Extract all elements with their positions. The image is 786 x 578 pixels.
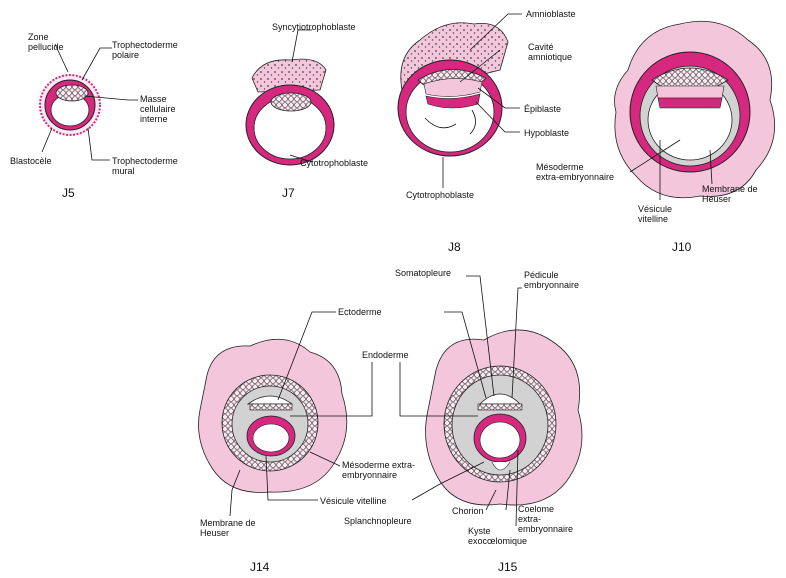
label-cytotrophoblaste-j7: Cytotrophoblaste xyxy=(300,158,369,168)
label-amnioblaste: Amnioblaste xyxy=(526,9,576,19)
label-chorion: Chorion xyxy=(452,506,484,516)
label-endoderme: Endoderme xyxy=(362,350,409,360)
stage-j14: J14 xyxy=(250,560,270,574)
stage-j15: J15 xyxy=(498,560,518,574)
j5-blastocyst xyxy=(39,43,138,161)
j14-yolk-sac xyxy=(252,423,290,453)
j8-embryo xyxy=(397,13,522,188)
label-vesicule-vitelline-j10: Vésicule vitelline xyxy=(638,204,673,224)
stage-j5: J5 xyxy=(62,186,75,200)
label-mesoderme-extra-j14: Mésoderme extra- embryonnaire xyxy=(342,460,416,480)
j15-embryo xyxy=(399,275,583,527)
j5-inner-cell-mass xyxy=(55,84,89,102)
label-mesoderme-extra-j10: Mésoderme extra-embryonnaire xyxy=(536,162,615,182)
stage-j7: J7 xyxy=(282,186,295,200)
j7-syncytiotrophoblast xyxy=(251,58,327,93)
label-trophectoderme-mural: Trophectoderme mural xyxy=(112,156,178,176)
label-epiblaste: Épiblaste xyxy=(524,104,562,114)
label-trophectoderme-polaire: Trophectoderme polaire xyxy=(112,40,178,60)
label-kyste-exocoelomique: Kyste exocœlomique xyxy=(468,526,528,546)
stage-j10: J10 xyxy=(672,240,692,254)
j14-ectoderm xyxy=(249,403,293,411)
j7-inner-cell-mass xyxy=(270,92,312,112)
j10-embryo xyxy=(614,20,776,200)
label-coelome-extra-embryonnaire: Coelome extra- embryonnaire xyxy=(518,504,574,534)
label-hypoblaste: Hypoblaste xyxy=(524,128,570,138)
j7-embryo xyxy=(245,29,335,166)
label-cavite-amniotique: Cavité amniotique xyxy=(528,42,573,62)
j15-yolk-sac xyxy=(479,421,521,459)
j15-exocoelomic-cyst xyxy=(491,461,511,471)
label-somatopleure: Somatopleure xyxy=(395,268,452,278)
j15-ectoderm xyxy=(477,403,523,411)
j8-epiblast xyxy=(423,78,483,97)
label-zone-pellucide: Zone pellucide xyxy=(28,32,64,52)
label-pedicule-embryonnaire: Pédicule embryonnaire xyxy=(524,270,580,290)
label-cytotrophoblaste-j8: Cytotrophoblaste xyxy=(406,190,475,200)
label-vesicule-vitelline-j14: Vésicule vitelline xyxy=(320,496,387,506)
label-masse-cellulaire-interne: Masse cellulaire interne xyxy=(140,94,176,124)
label-membrane-heuser-j10: Membrane de Heuser xyxy=(702,184,758,204)
label-splanchnopleure: Splanchnopleure xyxy=(344,516,412,526)
label-membrane-heuser-j14: Membrane de Heuser xyxy=(200,518,256,538)
label-syncytiotrophoblaste: Syncytiotrophoblaste xyxy=(272,22,356,32)
label-blastocele: Blastocèle xyxy=(10,156,52,166)
j14-embryo xyxy=(198,311,373,517)
label-ectoderme: Ectoderme xyxy=(338,307,382,317)
stage-j8: J8 xyxy=(448,240,461,254)
